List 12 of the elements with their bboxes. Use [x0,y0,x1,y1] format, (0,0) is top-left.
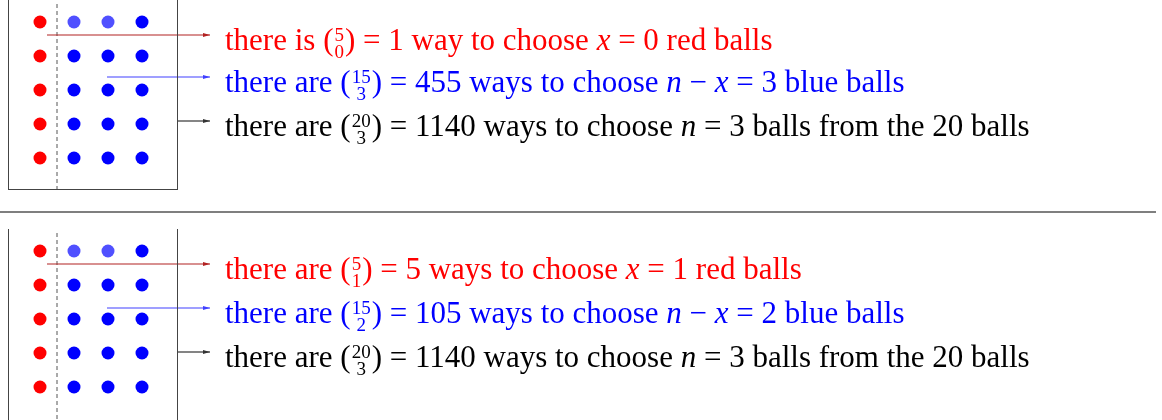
arrow [177,118,211,124]
arrow [46,261,211,267]
text: there are ($^{20}$$_{3}$) = 1140 ways to choose n = 3 balls from the 20 balls [225,106,1030,146]
arrow [106,305,211,311]
text: there are ($^{20}$$_{3}$) = 1140 ways to choose n = 3 balls from the 20 balls [225,337,1030,377]
text: there are ($^{15}$$_{3}$) = 455 ways to choose n − x = 3 blue balls [225,62,905,102]
arrow [46,32,211,38]
arrow [177,349,211,355]
text: there are ($^{15}$$_{2}$) = 105 ways to choose n − x = 2 blue balls [225,293,905,333]
text: there are ($^{5}$$_{1}$) = 5 ways to choose x = 1 red balls [225,249,802,289]
arrow [106,74,211,80]
text: there is ($^{5}$$_{0}$) = 1 way to choose x = 0 red balls [225,20,773,60]
